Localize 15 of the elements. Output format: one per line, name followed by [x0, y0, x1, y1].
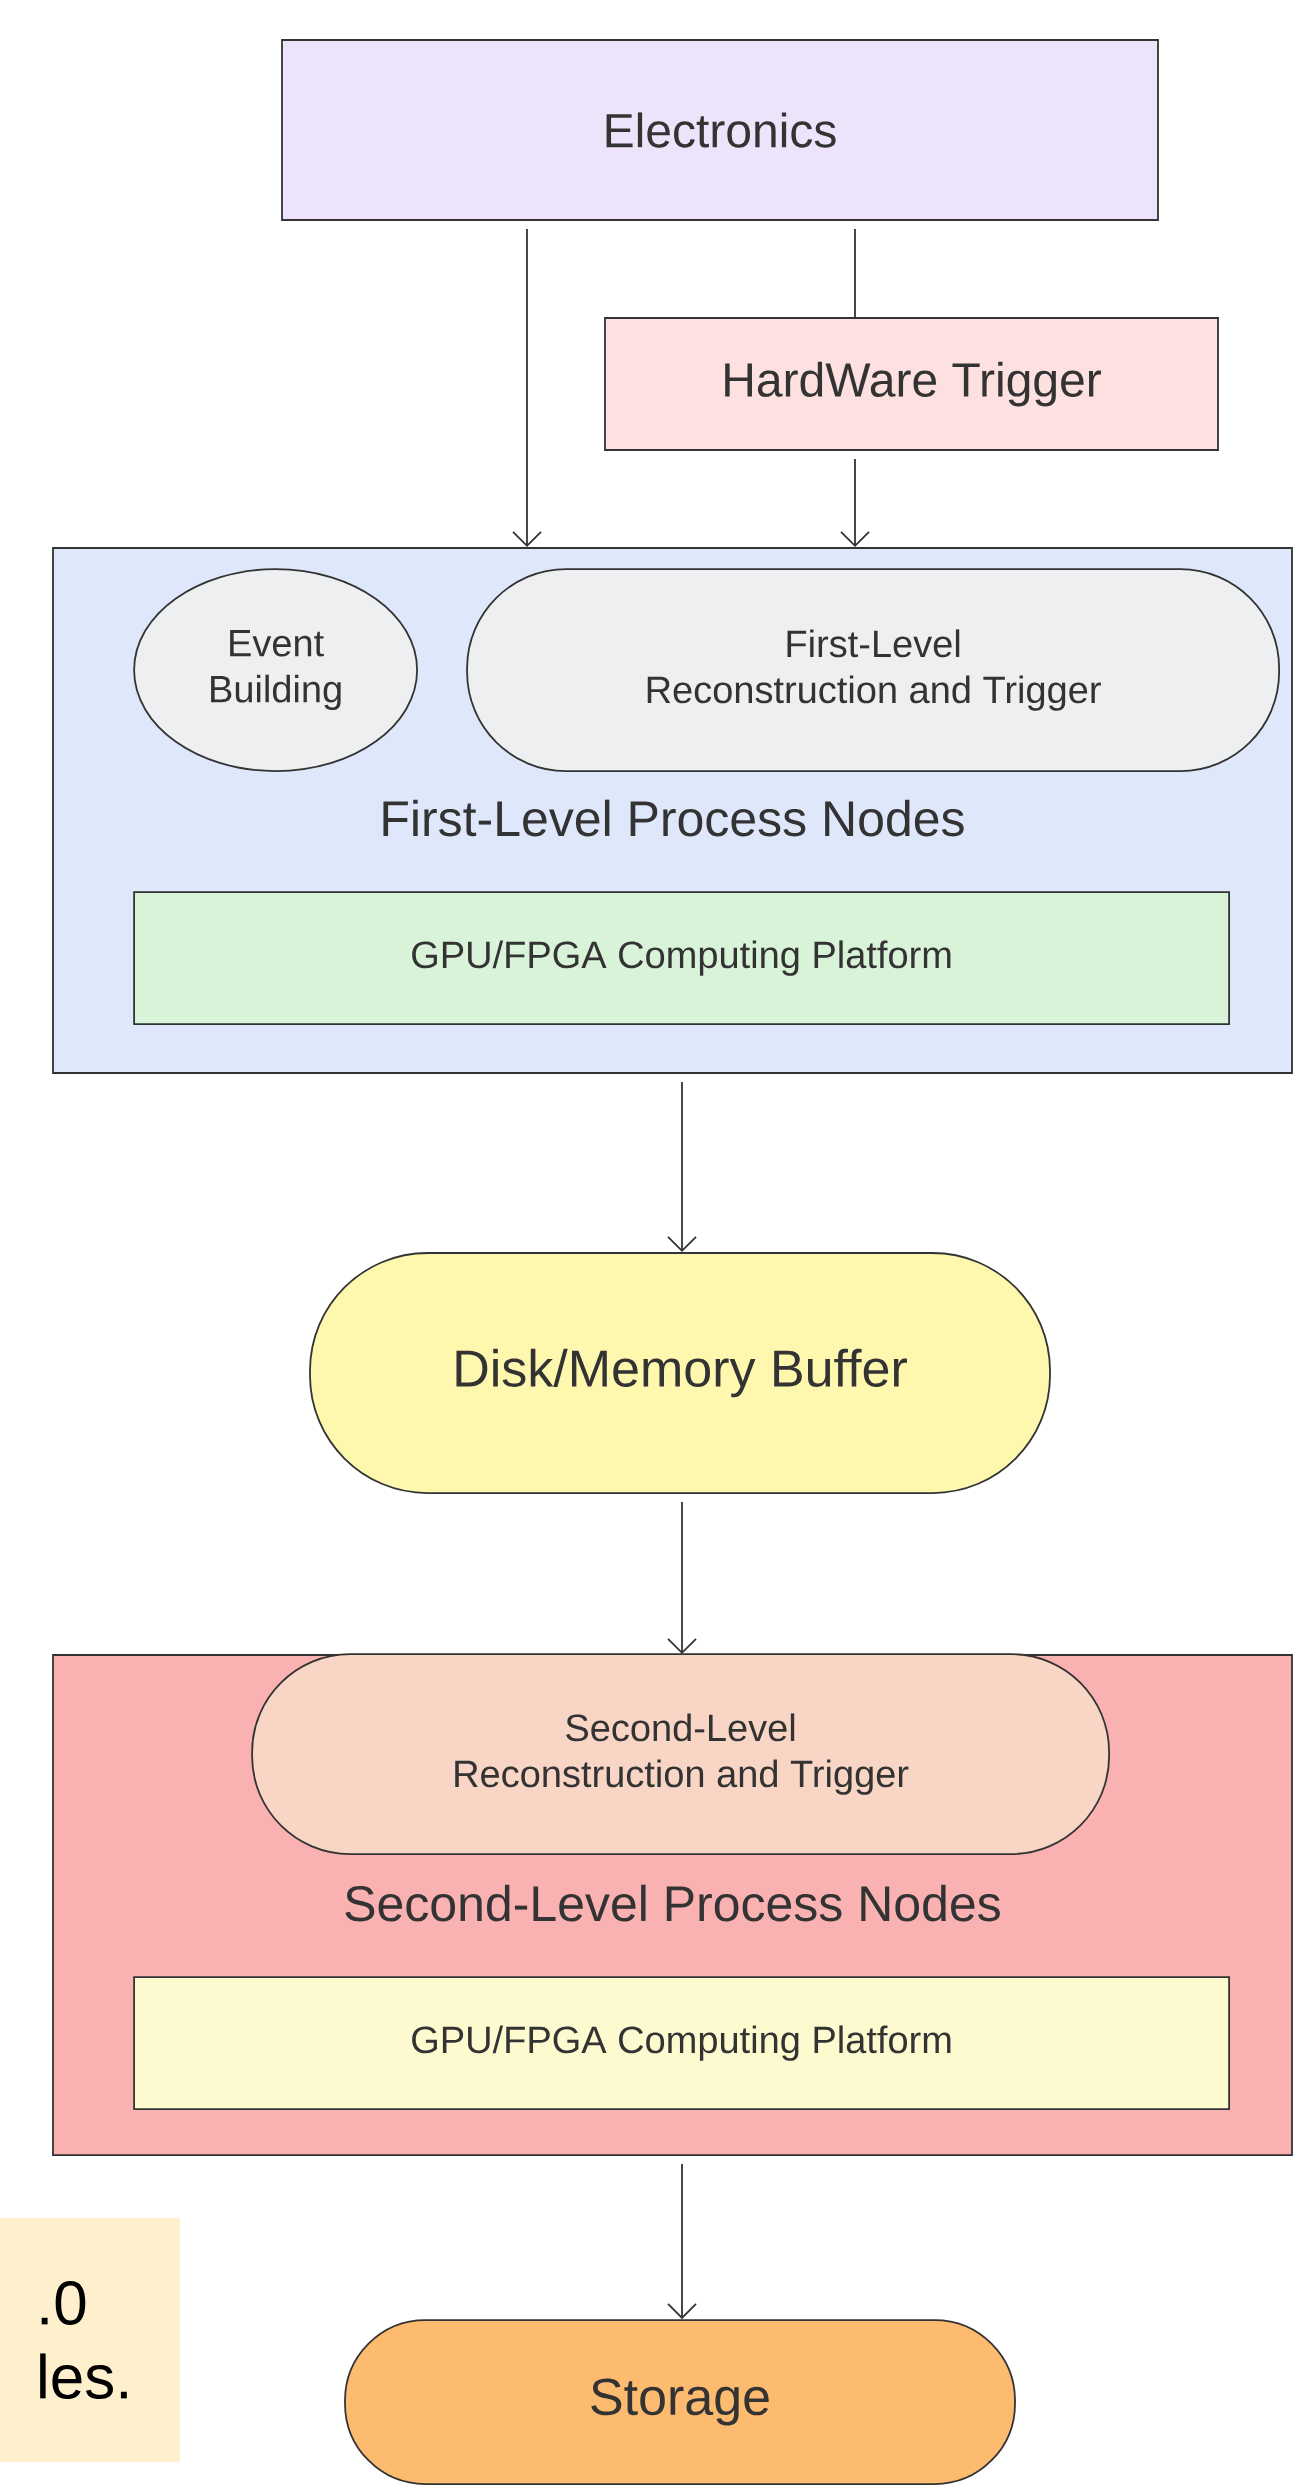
process-pill: First-Level Reconstruction and Trigger — [466, 568, 1280, 772]
arrow — [667, 2163, 697, 2320]
platform-box: GPU/FPGA Computing Platform — [133, 891, 1230, 1025]
terminal-pill: Storage — [344, 2319, 1016, 2485]
process-pill: Second-Level Reconstruction and Trigger — [251, 1653, 1110, 1855]
buffer-pill: Disk/Memory Buffer — [309, 1252, 1051, 1494]
arrow — [512, 228, 542, 548]
arrow — [840, 458, 870, 548]
connector-line — [854, 228, 856, 318]
platform-box: GPU/FPGA Computing Platform — [133, 1976, 1230, 2111]
note-box: .0 les. — [0, 2218, 180, 2463]
process-box: HardWare Trigger — [604, 317, 1219, 451]
arrow — [667, 1501, 697, 1655]
arrow — [667, 1081, 697, 1253]
process-box: Electronics — [281, 39, 1159, 221]
